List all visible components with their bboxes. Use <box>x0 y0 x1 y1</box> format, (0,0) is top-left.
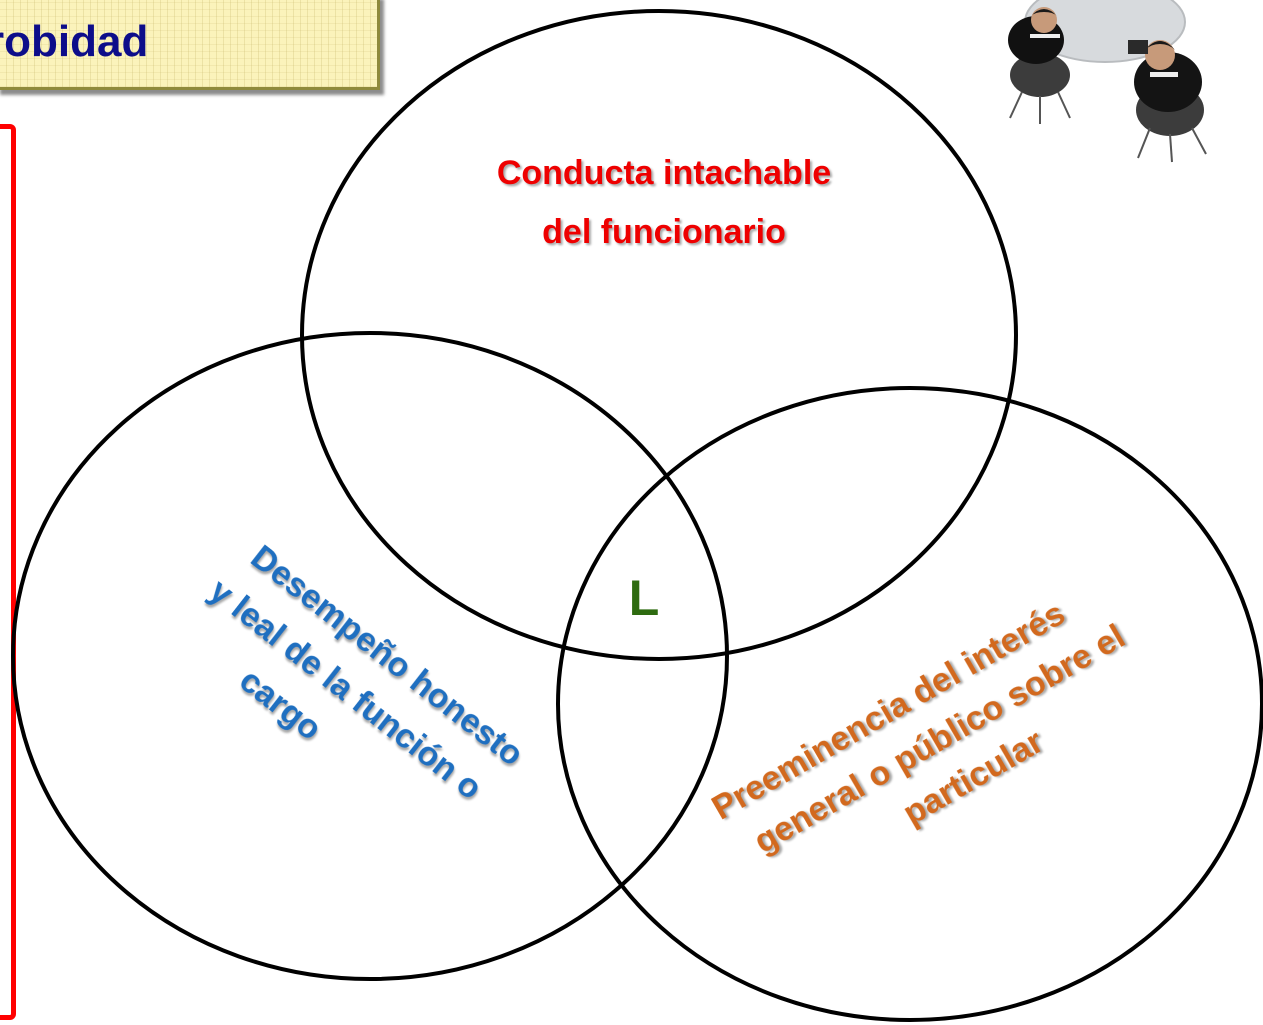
venn-circle-left <box>11 331 729 981</box>
left-circle-label: Desempeño honesto y leal de la función o… <box>202 538 530 807</box>
right-circle-label: Preeminencia del interés general o públi… <box>706 594 1132 861</box>
page-title: robidad <box>0 17 149 66</box>
venn-circle-top <box>300 9 1018 661</box>
top-label-line-1: Conducta intachable <box>497 154 831 192</box>
side-accent-bar <box>0 124 16 1020</box>
title-box: robidad <box>0 0 380 90</box>
business-meeting-photo-icon <box>1008 0 1207 163</box>
top-label-line-2: del funcionario <box>542 213 786 251</box>
center-intersection-label: L <box>629 570 660 626</box>
venn-circle-right <box>556 386 1263 1022</box>
top-circle-label: Conducta intachable del funcionario <box>497 154 831 251</box>
